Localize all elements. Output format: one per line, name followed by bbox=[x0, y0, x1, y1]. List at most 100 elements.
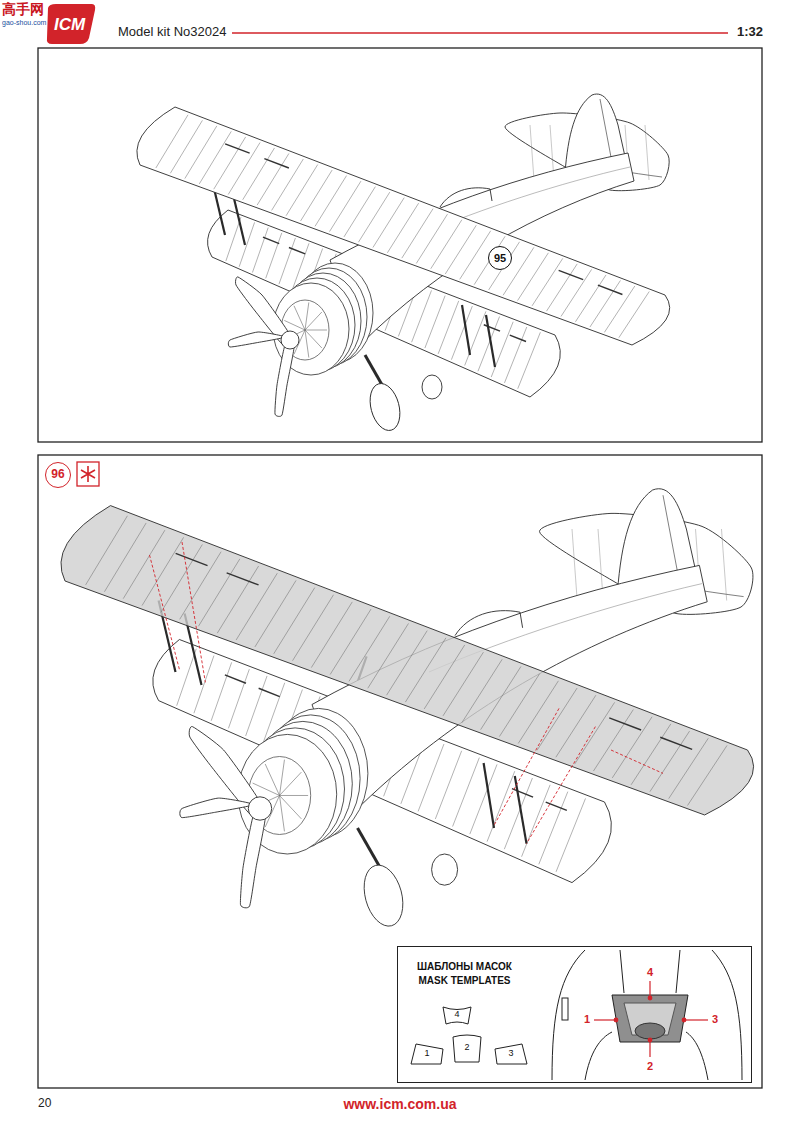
line-art bbox=[243, 148, 275, 200]
line-art bbox=[225, 675, 246, 683]
line-art bbox=[228, 142, 260, 194]
line-art bbox=[387, 631, 428, 696]
line-art bbox=[688, 745, 728, 805]
line-art bbox=[199, 131, 231, 183]
line-art bbox=[684, 1019, 708, 1020]
line-art bbox=[438, 301, 459, 354]
mask-outline bbox=[495, 1044, 527, 1064]
line-art bbox=[137, 107, 670, 345]
line-art bbox=[137, 94, 670, 434]
line-art bbox=[515, 776, 527, 844]
line-art bbox=[86, 516, 128, 585]
line-art bbox=[280, 796, 285, 832]
mask-template: 4 bbox=[442, 1005, 472, 1025]
line-art bbox=[418, 744, 444, 811]
line-art bbox=[424, 645, 465, 709]
line-art bbox=[240, 813, 265, 908]
line-art bbox=[712, 950, 742, 1080]
line-art bbox=[161, 544, 203, 612]
callout-number: 95 bbox=[488, 246, 512, 270]
line-art bbox=[305, 330, 327, 331]
callout-number: 3 bbox=[712, 1013, 718, 1026]
line-art bbox=[280, 795, 309, 796]
line-art bbox=[228, 332, 285, 347]
mask-template-panel: ШАБЛОНЫ МАСОК MASK TEMPLATES 4 1 2 3 bbox=[397, 946, 752, 1083]
line-art bbox=[598, 285, 623, 294]
line-art bbox=[368, 623, 409, 688]
line-art bbox=[462, 305, 470, 355]
line-art bbox=[431, 220, 462, 269]
line-art bbox=[358, 192, 389, 242]
line-art bbox=[198, 559, 239, 626]
step-panel bbox=[38, 455, 762, 1088]
line-art bbox=[518, 681, 558, 744]
line-art bbox=[412, 290, 432, 342]
line-art bbox=[176, 553, 208, 565]
line-art bbox=[286, 165, 318, 216]
line-art bbox=[585, 1032, 612, 1080]
mask-outline bbox=[443, 1007, 471, 1024]
node-text: MASK TEMPLATES bbox=[402, 975, 527, 986]
line-art bbox=[253, 783, 280, 795]
line-art bbox=[170, 120, 202, 173]
node-text: ШАБЛОНЫ МАСОК bbox=[402, 961, 527, 972]
line-art bbox=[280, 772, 302, 795]
line-art bbox=[686, 1032, 708, 1080]
line-art bbox=[217, 566, 258, 633]
line-art bbox=[305, 330, 322, 348]
line-art bbox=[510, 335, 526, 341]
callout-number: 4 bbox=[647, 966, 653, 979]
line-art bbox=[416, 214, 447, 263]
line-art bbox=[365, 380, 404, 434]
line-art bbox=[575, 275, 606, 322]
line-art bbox=[274, 588, 315, 654]
node-text: 1 bbox=[424, 1049, 429, 1059]
node-text: 3 bbox=[508, 1049, 513, 1059]
line-art bbox=[609, 718, 641, 730]
line-art bbox=[612, 995, 688, 1042]
mask-template: 1 bbox=[410, 1043, 444, 1065]
line-art bbox=[225, 144, 250, 153]
no-glue-symbol bbox=[81, 466, 95, 482]
line-art bbox=[289, 248, 305, 254]
kit-number: Model kit No32024 bbox=[118, 25, 226, 40]
line-art bbox=[460, 231, 491, 280]
line-art bbox=[214, 137, 246, 189]
line-art bbox=[293, 595, 334, 661]
line-art bbox=[559, 270, 584, 279]
mask-template: 2 bbox=[452, 1033, 482, 1063]
line-art bbox=[330, 609, 371, 674]
line-art bbox=[635, 1023, 665, 1039]
line-art bbox=[611, 750, 663, 773]
line-art bbox=[123, 530, 165, 599]
line-art bbox=[676, 950, 680, 993]
step-panel bbox=[38, 48, 762, 442]
watermark: gao-shou.com bbox=[2, 19, 46, 27]
line-art bbox=[532, 258, 563, 306]
line-art bbox=[443, 652, 483, 716]
website: www.icm.com.ua bbox=[343, 1096, 456, 1112]
node-text: 96 bbox=[51, 468, 64, 481]
line-art bbox=[61, 489, 754, 931]
line-art bbox=[280, 760, 285, 796]
line-art bbox=[281, 331, 299, 349]
line-art bbox=[440, 188, 492, 207]
aircraft-drawing bbox=[137, 94, 670, 434]
line-art bbox=[182, 542, 205, 682]
line-art bbox=[619, 291, 649, 337]
line-art bbox=[156, 115, 188, 168]
line-art bbox=[648, 1038, 652, 1042]
line-art bbox=[405, 638, 446, 702]
line-art bbox=[649, 1040, 650, 1057]
line-art bbox=[537, 688, 577, 750]
brand-logo: ICM bbox=[54, 15, 85, 35]
line-art bbox=[572, 529, 577, 601]
line-art bbox=[575, 702, 615, 764]
node-text: 95 bbox=[494, 252, 506, 264]
line-art bbox=[660, 737, 692, 749]
line-art bbox=[177, 649, 197, 706]
step-number: 96 bbox=[45, 462, 71, 488]
line-art bbox=[272, 159, 304, 210]
